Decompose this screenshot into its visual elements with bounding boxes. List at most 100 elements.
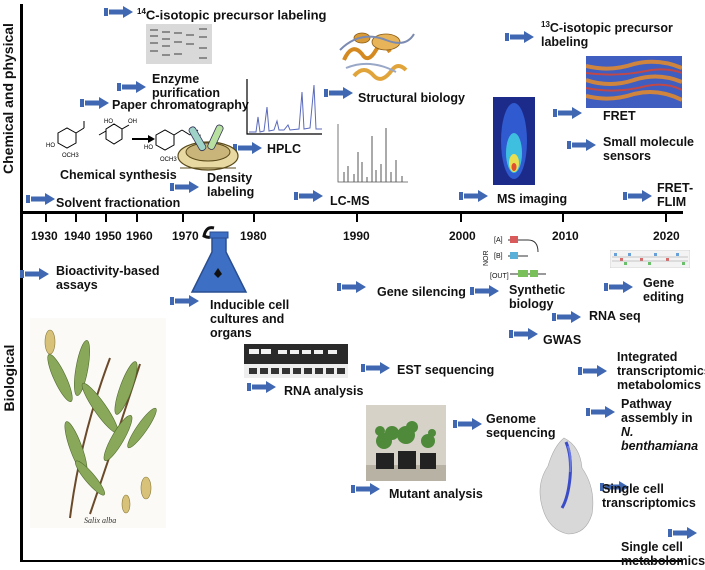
label-rna-analysis: RNA analysis bbox=[284, 384, 364, 398]
label-density-labeling: Density labeling bbox=[207, 171, 255, 199]
label-single-cell-metabolomics: Single cell metabolomics bbox=[621, 540, 705, 568]
label-c13-labeling: 13C-isotopic precursor labeling bbox=[541, 20, 673, 50]
mutant-plants-photo bbox=[366, 405, 446, 481]
arrow-icon bbox=[668, 526, 698, 540]
arrow-icon bbox=[604, 280, 634, 294]
label-est-sequencing: EST sequencing bbox=[397, 363, 495, 377]
arrow-icon bbox=[623, 189, 653, 203]
arrow-icon bbox=[470, 284, 500, 298]
label-c14-labeling: 14C-isotopic precursor labeling bbox=[137, 7, 327, 23]
year-2000: 2000 bbox=[449, 229, 476, 243]
label-synthetic-biology: Synthetic biology bbox=[509, 283, 566, 311]
year-1970: 1970 bbox=[172, 229, 199, 243]
fret-image bbox=[586, 56, 682, 108]
label-genome-sequencing: Genome sequencing bbox=[486, 412, 556, 440]
arrow-icon bbox=[586, 405, 616, 419]
arrow-icon bbox=[361, 361, 391, 375]
arrow-icon bbox=[459, 189, 489, 203]
svg-text:OCH3: OCH3 bbox=[160, 157, 177, 163]
arrow-icon bbox=[351, 482, 381, 496]
vertical-axis bbox=[20, 4, 23, 562]
svg-text:OH: OH bbox=[128, 119, 137, 125]
svg-text:OCH3: OCH3 bbox=[62, 153, 79, 159]
tick-1940 bbox=[75, 211, 77, 222]
hplc-chromatogram-image bbox=[246, 79, 322, 135]
circuit-nor-label: NOR bbox=[483, 250, 490, 266]
label-small-molecule-sensors: Small molecule sensors bbox=[603, 135, 695, 163]
side-label-biological: Biological bbox=[1, 344, 17, 412]
year-1960: 1960 bbox=[126, 229, 153, 243]
side-label-chemical-physical: Chemical and physical bbox=[0, 23, 16, 174]
ms-imaging-image bbox=[493, 97, 535, 185]
arrow-icon bbox=[553, 106, 583, 120]
arrow-icon bbox=[247, 380, 277, 394]
label-chemical-synthesis: Chemical synthesis bbox=[60, 168, 177, 182]
circuit-input-b: [B] bbox=[494, 253, 503, 260]
arrow-icon bbox=[578, 364, 608, 378]
arrow-icon bbox=[117, 80, 147, 94]
year-1980: 1980 bbox=[240, 229, 267, 243]
label-ms-imaging: MS imaging bbox=[497, 192, 568, 206]
arrow-icon bbox=[505, 30, 535, 44]
tick-1930 bbox=[45, 211, 47, 222]
label-gwas: GWAS bbox=[543, 333, 582, 347]
label-lc-ms: LC-MS bbox=[330, 194, 370, 208]
tick-1990 bbox=[356, 211, 358, 222]
tick-2000 bbox=[460, 211, 462, 222]
label-rna-seq: RNA seq bbox=[589, 309, 641, 323]
arrow-icon bbox=[20, 267, 50, 281]
circuit-input-a: [A] bbox=[494, 237, 503, 244]
svg-text:HO: HO bbox=[104, 119, 113, 125]
label-paper-chromatography: Paper chromatography bbox=[112, 98, 249, 112]
year-1930: 1930 bbox=[31, 229, 58, 243]
label-gene-silencing: Gene silencing bbox=[377, 285, 466, 299]
arrow-icon bbox=[80, 96, 110, 110]
label-fret-flim: FRET-FLIM bbox=[657, 181, 694, 209]
label-mutant-analysis: Mutant analysis bbox=[389, 487, 483, 501]
arrow-icon bbox=[170, 294, 200, 308]
year-1950: 1950 bbox=[95, 229, 122, 243]
arrow-icon bbox=[337, 280, 367, 294]
label-hplc: HPLC bbox=[267, 142, 302, 156]
protein-gel-image bbox=[146, 24, 212, 64]
label-fret: FRET bbox=[603, 109, 636, 123]
label-inducible-cultures: Inducible cell cultures and organs bbox=[210, 298, 290, 340]
tick-1970 bbox=[182, 211, 184, 222]
arrow-icon bbox=[567, 138, 597, 152]
arrow-icon bbox=[170, 180, 200, 194]
arrow-icon bbox=[104, 5, 134, 19]
tick-2010 bbox=[562, 211, 564, 222]
circuit-output: [OUT] bbox=[490, 273, 509, 280]
arrow-icon bbox=[26, 192, 56, 206]
tick-1980 bbox=[253, 211, 255, 222]
lcms-spectrum-image bbox=[337, 124, 408, 183]
bottom-axis bbox=[20, 560, 683, 562]
salix-alba-illustration: Salix alba bbox=[30, 318, 166, 528]
arrow-icon bbox=[453, 417, 483, 431]
salix-alba-caption: Salix alba bbox=[84, 516, 116, 525]
single-cell-plot-image bbox=[539, 437, 594, 535]
arrow-icon bbox=[552, 310, 582, 324]
sequence-alignment-image bbox=[610, 250, 690, 268]
year-1990: 1990 bbox=[343, 229, 370, 243]
arrow-icon bbox=[294, 189, 324, 203]
label-single-cell-transcriptomics: Single cell transcriptomics bbox=[602, 482, 696, 510]
label-integrated-omics: Integrated transcriptomics/ metabolomics bbox=[617, 350, 705, 392]
label-pathway-assembly: Pathway assembly in N. benthamiana bbox=[621, 397, 699, 453]
svg-text:HO: HO bbox=[46, 143, 55, 149]
label-solvent-fractionation: Solvent fractionation bbox=[56, 196, 181, 210]
protein-structure-image bbox=[339, 32, 415, 81]
tick-2020 bbox=[665, 211, 667, 222]
tick-1960 bbox=[136, 211, 138, 222]
nor-circuit-image: [A] [B] [OUT] NOR bbox=[483, 236, 546, 280]
label-enzyme-purification: Enzyme purification bbox=[152, 72, 221, 100]
svg-text:HO: HO bbox=[144, 145, 153, 151]
arrow-icon bbox=[324, 86, 354, 100]
rna-gel-image bbox=[244, 344, 348, 378]
year-1940: 1940 bbox=[64, 229, 91, 243]
label-gene-editing: Gene editing bbox=[643, 276, 684, 304]
year-2010: 2010 bbox=[552, 229, 579, 243]
year-2020: 2020 bbox=[653, 229, 680, 243]
timeline-axis bbox=[20, 211, 683, 214]
tick-1950 bbox=[105, 211, 107, 222]
